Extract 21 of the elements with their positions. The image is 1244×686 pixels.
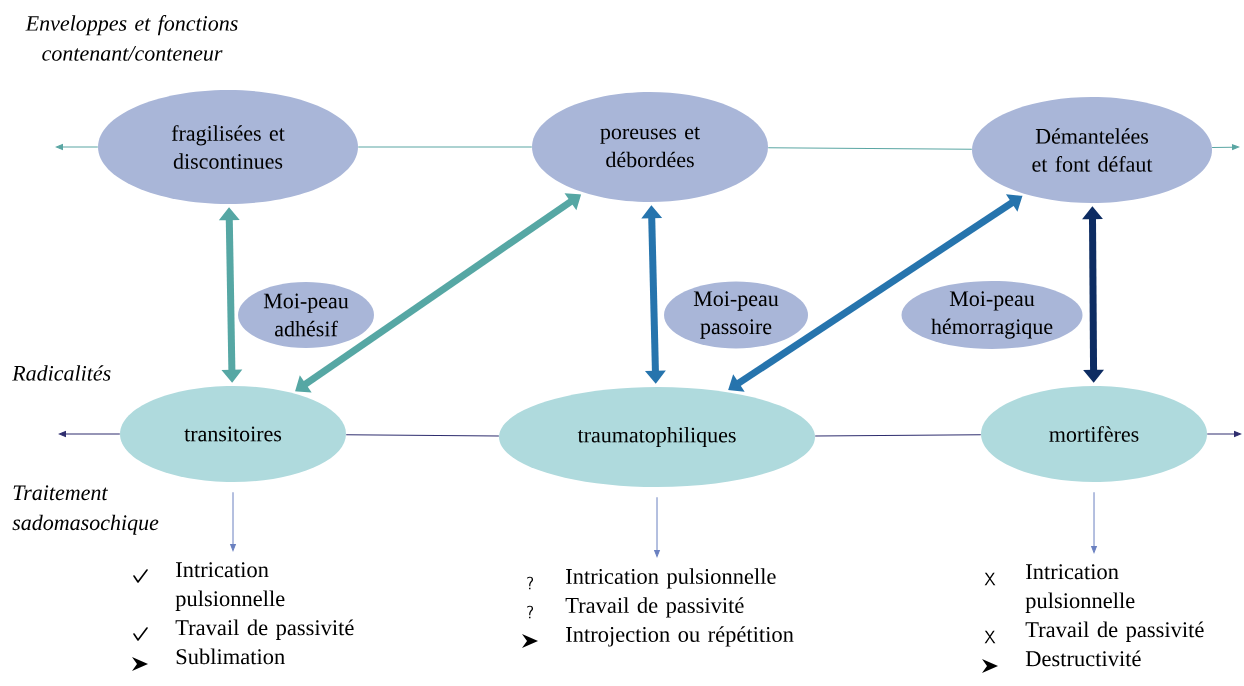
connector-line — [345, 434, 500, 437]
bullet-mark: X — [984, 630, 996, 644]
connector-line — [767, 147, 973, 150]
arrow — [1211, 144, 1240, 151]
arrow — [230, 491, 236, 552]
side-heading: Enveloppes et fonctions contenant/conteneur — [25, 15, 238, 61]
bullet-mark: ? — [526, 605, 534, 619]
bullet-mark: X — [984, 572, 996, 586]
bullet-mark: ? — [526, 576, 534, 590]
connector-line — [814, 434, 982, 437]
arrow — [55, 144, 99, 150]
side-heading: Radicalités — [12, 365, 111, 381]
arrow — [1206, 431, 1242, 437]
arrow — [654, 496, 660, 558]
bullet-list: Intrication pulsionnelle Travail de passivité Sublimation — [175, 562, 354, 665]
bullet-list: Intrication pulsionnelle Travail de passivité Introjection ou répétition — [565, 568, 794, 647]
arrow — [58, 431, 121, 437]
connector-line — [357, 146, 533, 148]
bullet-list: Intrication pulsionnelle Travail de passivité Destructivité — [1025, 564, 1204, 667]
side-heading: Traitement sadomasochique — [12, 485, 159, 535]
arrow — [1091, 491, 1097, 554]
